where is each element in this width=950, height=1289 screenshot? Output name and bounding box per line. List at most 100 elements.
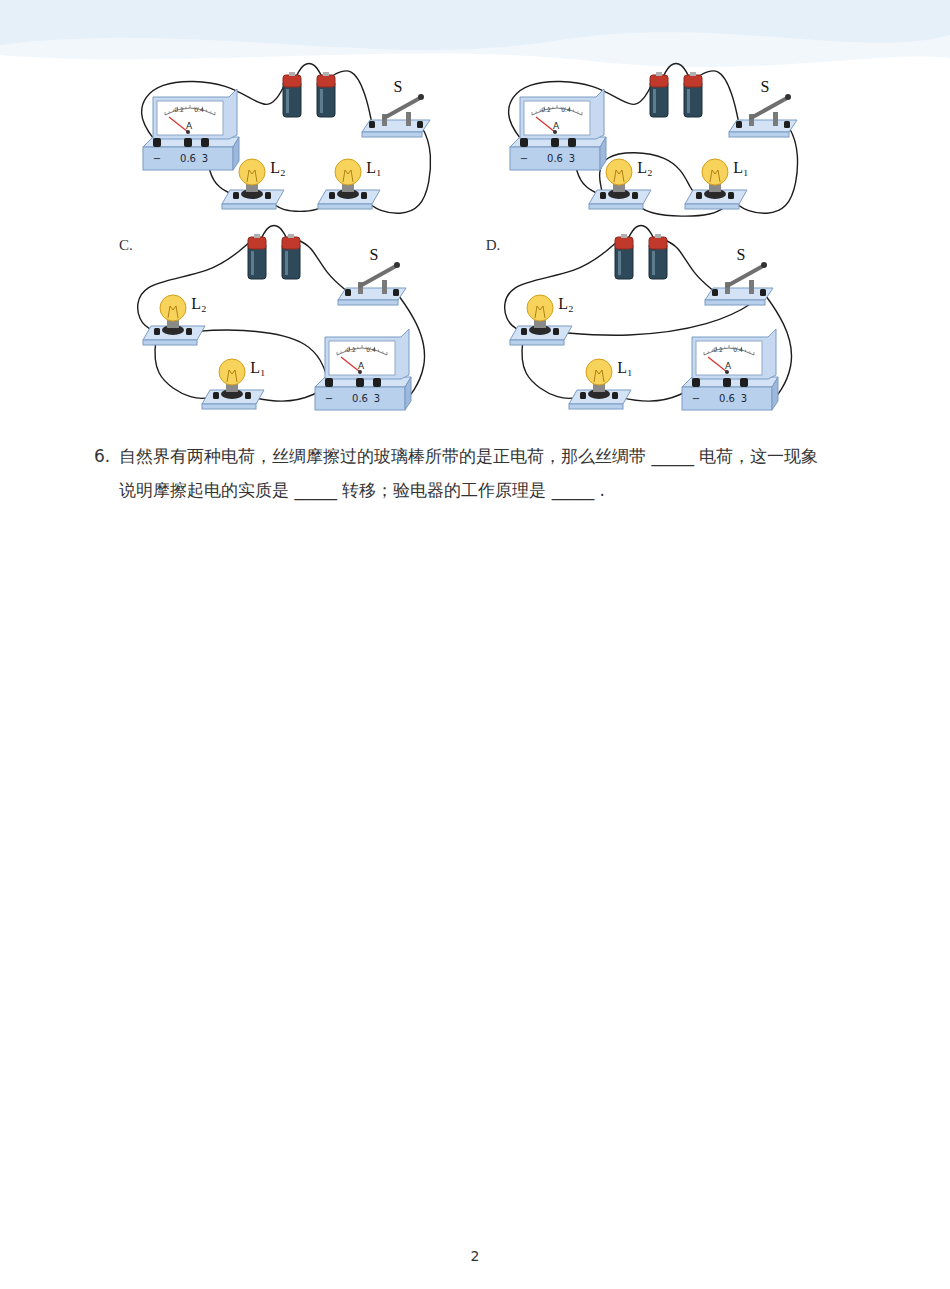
wire [138,239,253,332]
battery [283,72,335,117]
terminal-post [692,378,700,387]
terminal-post [325,378,333,387]
ammeter [315,329,411,410]
terminal-label: 3 [202,153,208,164]
component-label: S [393,78,404,96]
terminal-post [373,378,381,387]
ammeter [143,89,239,170]
header-banner [0,0,950,75]
terminal-post [521,328,527,335]
component-label: L₁ [616,359,633,377]
terminal-post [393,289,399,296]
terminal-label: 0.6 [719,393,735,404]
page-number: 2 [471,1248,480,1264]
terminal-post [723,378,731,387]
switch [338,262,406,305]
terminal-post [784,121,790,128]
terminal-post [213,392,219,399]
wires [142,64,431,214]
meter-symbol: A [725,361,731,371]
dial-scale: 0.4 [733,346,743,353]
terminal-label: 0.6 [180,153,196,164]
terminal-post [612,392,618,399]
component-label: L₂ [190,295,207,313]
dial-scale: 0.4 [366,346,376,353]
terminal-post [712,289,718,296]
wires [138,226,425,404]
circuit-illustration [505,226,792,410]
dial-scale: 0.2 [541,106,551,113]
terminal-post [553,328,559,335]
terminal-label: − [692,393,700,404]
dial-scale: 0.4 [194,106,204,113]
dial-scale: 0.2 [174,106,184,113]
terminal-label: − [153,153,161,164]
terminal-post [265,192,271,199]
terminal-post [728,192,734,199]
terminal-post [184,138,192,147]
wire [505,239,620,332]
wire [142,77,288,143]
terminal-post [245,392,251,399]
switch [362,94,430,137]
terminal-post [329,192,335,199]
terminal-label: 3 [741,393,747,404]
terminal-post [154,328,160,335]
wire [697,71,739,124]
terminal-post [201,138,209,147]
wires [509,64,798,217]
wire [189,330,329,383]
question-text: 自然界有两种电荷，丝绸摩擦过的玻璃棒所带的是正电荷，那么丝绸带 _____ 电荷… [119,439,819,507]
wire [330,71,372,124]
meter-symbol: A [553,121,559,131]
dial-scale: 0.2 [346,346,356,353]
component-label: L₁ [365,159,382,177]
circuit-illustration [509,64,798,217]
meter-symbol: A [186,121,192,131]
terminal-post [736,121,742,128]
terminal-post [356,378,364,387]
battery [650,72,702,117]
option-letter: C. [119,237,133,254]
wire [662,239,715,292]
switch [705,262,773,305]
meter-symbol: A [358,361,364,371]
wire [295,239,348,292]
terminal-post [632,192,638,199]
option-letter: D. [486,237,501,254]
ammeter [510,89,606,170]
terminal-label: 3 [569,153,575,164]
terminal-post [740,378,748,387]
terminal-post [600,192,606,199]
banner-wave [0,54,950,75]
battery [248,234,300,279]
terminal-post [345,289,351,296]
circuit-illustration [138,226,425,410]
switch [729,94,797,137]
ammeter [682,329,778,410]
terminal-post [520,138,528,147]
terminal-post [760,289,766,296]
terminal-post [361,192,367,199]
battery [615,234,667,279]
terminal-label: − [325,393,333,404]
component-label: S [760,78,771,96]
component-label: S [736,246,747,264]
component-label: S [369,246,380,264]
terminal-post [580,392,586,399]
terminal-label: 0.6 [547,153,563,164]
terminal-label: − [520,153,528,164]
terminal-post [153,138,161,147]
component-label: L₁ [732,159,749,177]
terminal-post [568,138,576,147]
question-number: 6. [94,439,110,473]
component-label: L₂ [269,159,286,177]
terminal-post [696,192,702,199]
terminal-post [369,121,375,128]
component-label: L₂ [636,159,653,177]
circuit-illustration [142,64,431,214]
wires [505,226,792,404]
dial-scale: 0.2 [713,346,723,353]
